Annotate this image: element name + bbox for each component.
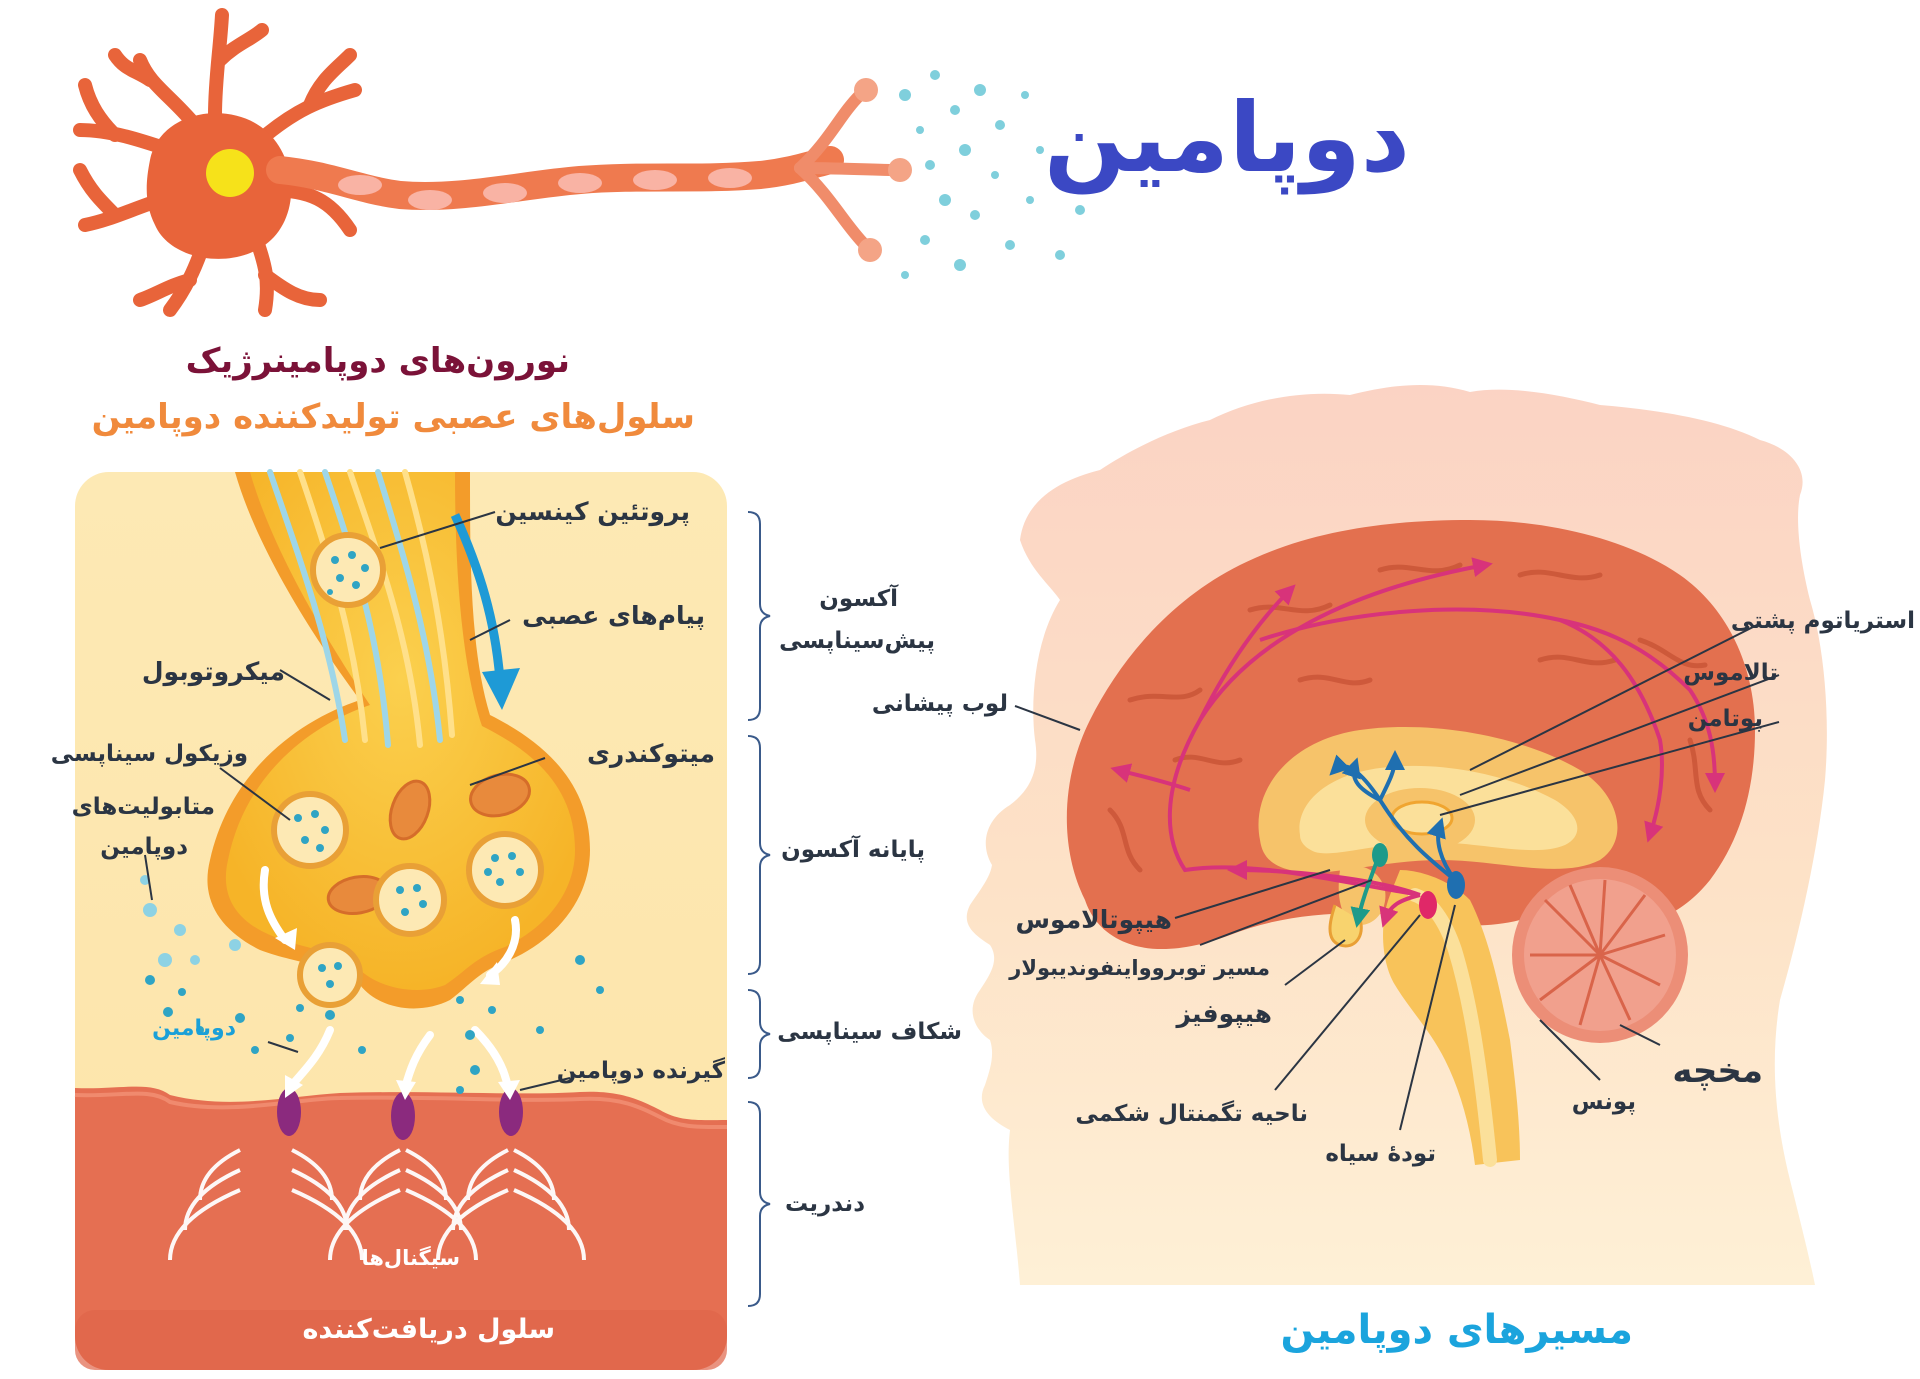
label-synaptic-vesicle: وزیکول سیناپسی: [50, 741, 248, 767]
bracket-synaptic-cleft: شکاف سیناپسی: [777, 1019, 962, 1045]
label-metabolites-2: دوپامین: [100, 834, 188, 860]
neuron-nucleus: [206, 149, 254, 197]
page-title: دوپامین: [1043, 82, 1410, 194]
bracket-lines: [747, 511, 771, 1307]
label-cerebellum: مخچه: [1672, 1051, 1763, 1091]
neuron-title: نورون‌های دوپامینرژیک: [185, 341, 570, 381]
label-receiving-cell: سلول دریافت‌کننده: [302, 1314, 555, 1345]
brain-illustration: [966, 384, 1827, 1285]
label-signals: سیگنال‌ها: [361, 1246, 460, 1270]
label-pons: پونس: [1571, 1089, 1636, 1115]
label-dopamine-receptor: گیرنده دوپامین: [556, 1058, 725, 1084]
label-microtubule: میکروتوبول: [141, 657, 285, 686]
label-hypothalamus: هیپوتالاموس: [1015, 905, 1172, 934]
label-tuberoinfundibular: مسیر توبروواینفوندیبولار: [1009, 956, 1270, 980]
synapse-panel: [74, 469, 728, 1370]
label-dopamine: دوپامین: [152, 1016, 236, 1041]
bracket-presynaptic-axon-2: پیش‌سیناپسی: [779, 628, 935, 654]
label-frontal-lobe: لوب پیشانی: [871, 691, 1008, 717]
bracket-presynaptic-axon-1: آکسون: [819, 586, 898, 612]
neuron-subtitle: سلول‌های عصبی تولیدکننده دوپامین: [91, 397, 695, 437]
label-vta: ناحیه تگمنتال شکمی: [1075, 1101, 1308, 1127]
label-nerve-messages: پیام‌های عصبی: [522, 601, 705, 630]
pathways-title: مسیرهای دوپامین: [1280, 1307, 1633, 1353]
label-mitochondria: میتوکندری: [586, 739, 715, 768]
label-thalamus: تالاموس: [1683, 660, 1778, 686]
label-protein-kinase: پروتئین کینسین: [495, 497, 690, 526]
label-pituitary: هیپوفیز: [1176, 999, 1272, 1028]
label-dorsal-striatum: استریاتوم پشتی: [1730, 608, 1915, 634]
label-putamen: پوتامن: [1687, 706, 1763, 732]
label-metabolites-1: متابولیت‌های: [71, 794, 215, 820]
neuron-illustration: [73, 8, 1085, 317]
bracket-dendrite: دندریت: [785, 1191, 865, 1217]
bracket-axon-terminal: پایانه آکسون: [781, 837, 925, 863]
label-substantia-nigra: تودهٔ سیاه: [1325, 1141, 1436, 1167]
